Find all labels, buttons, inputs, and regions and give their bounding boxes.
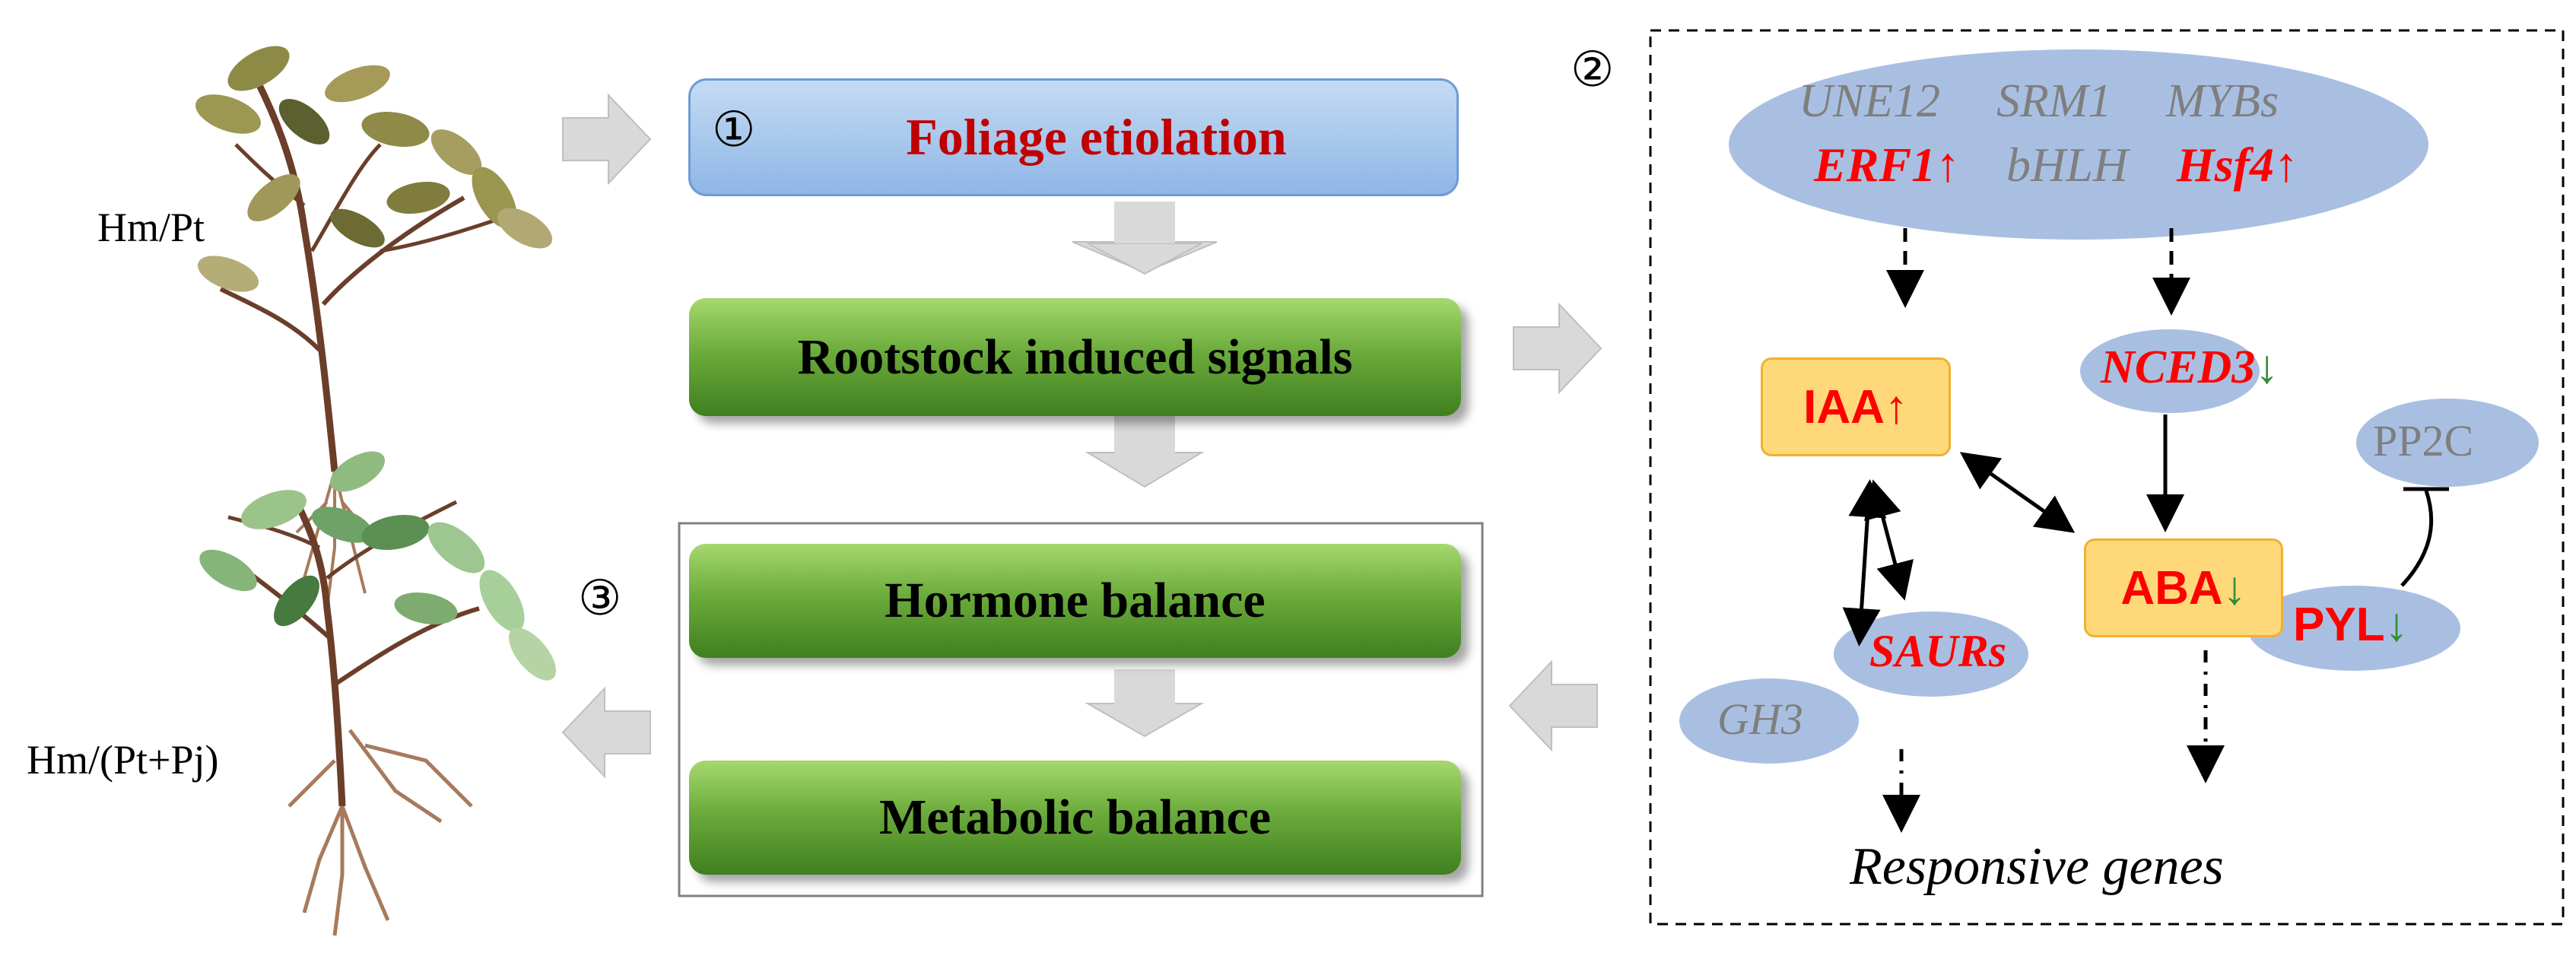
- gene-erf1-label: ERF1: [1814, 138, 1936, 192]
- aba-box: ABA↓: [2084, 538, 2283, 637]
- nced3-label: NCED3: [2101, 341, 2256, 393]
- nced3-oval: [2080, 329, 2260, 413]
- gene-mybs: MYBs: [2166, 75, 2279, 127]
- gh3-label: GH3: [1717, 694, 1803, 744]
- metabolic-balance-box: Metabolic balance: [689, 761, 1461, 875]
- solid-arrows: [1842, 415, 2449, 646]
- section-3-number: ③: [578, 570, 622, 627]
- pyl-label: PYL: [2293, 599, 2385, 651]
- hormone-balance-label: Hormone balance: [885, 573, 1266, 628]
- pyl-node: PYL↓: [2293, 598, 2409, 652]
- section-2-number: ②: [1571, 42, 1615, 98]
- foliage-etiolation-title: Foliage etiolation: [906, 108, 1287, 166]
- nced3-node: NCED3↓: [2101, 341, 2279, 395]
- aba-down-arrow: ↓: [2222, 561, 2247, 615]
- aba-label: ABA: [2120, 561, 2223, 615]
- dashed-arrows: [1882, 228, 2225, 833]
- foliage-etiolation-box: ① Foliage etiolation: [688, 78, 1459, 196]
- plant-bottom-illustration: [199, 451, 557, 936]
- plant-top-illustration: [195, 46, 553, 609]
- saurs-label: SAURs: [1869, 626, 2007, 676]
- pp2c-label: PP2C: [2373, 416, 2474, 465]
- balance-group-frame: [678, 522, 1484, 897]
- gene-erf1: ERF1↑: [1814, 137, 1960, 193]
- hsf4-up-arrow: ↑: [2274, 138, 2298, 192]
- iaa-up-arrow: ↑: [1884, 380, 1908, 434]
- plant-bottom-label: Hm/(Pt+Pj): [27, 737, 219, 783]
- block-arrows: [561, 93, 1602, 779]
- nced3-down-arrow: ↓: [2255, 341, 2279, 393]
- gh3-oval: [1679, 678, 1859, 764]
- gene-hsf4: Hsf4↑: [2177, 137, 2298, 193]
- erf1-up-arrow: ↑: [1936, 138, 1961, 192]
- rootstock-signals-box: Rootstock induced signals: [689, 298, 1461, 416]
- gene-srm1: SRM1: [1996, 75, 2112, 127]
- gene-bhlh: bHLH: [2006, 138, 2129, 192]
- hormone-balance-box: Hormone balance: [689, 544, 1461, 658]
- plant-top-label: Hm/Pt: [97, 205, 205, 250]
- metabolic-balance-label: Metabolic balance: [878, 789, 1272, 845]
- pyl-oval: [2247, 586, 2460, 671]
- transcription-factor-oval: [1729, 49, 2428, 240]
- rootstock-signals-label: Rootstock induced signals: [797, 329, 1353, 385]
- iaa-box: IAA↑: [1761, 357, 1951, 456]
- pp2c-oval: [2356, 399, 2539, 487]
- responsive-genes-label: Responsive genes: [1850, 837, 2224, 896]
- mechanism-dashed-frame: [1649, 29, 2565, 926]
- gene-hsf4-label: Hsf4: [2177, 138, 2274, 192]
- section-1-number: ①: [712, 102, 756, 158]
- pyl-down-arrow: ↓: [2384, 599, 2409, 651]
- gene-une12: UNE12: [1799, 75, 1940, 127]
- iaa-label: IAA: [1803, 380, 1885, 434]
